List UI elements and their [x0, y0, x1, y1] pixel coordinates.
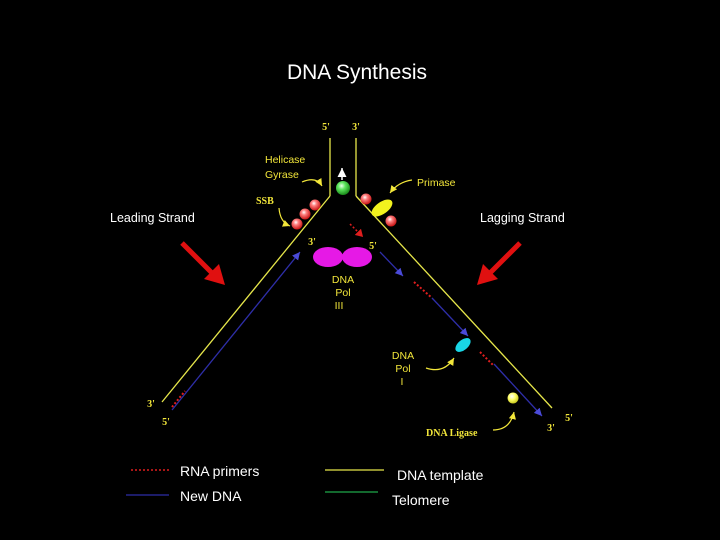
ssb-icon	[385, 215, 397, 227]
dna-pol-i-label: Pol	[395, 363, 410, 375]
dna-pol-i-icon	[455, 338, 471, 352]
dna-pol-i-label: DNA	[392, 350, 414, 362]
rna-primer-lagging-1	[413, 281, 433, 299]
dna-ligase-icon	[507, 392, 519, 404]
prime-label: 3'	[547, 423, 555, 434]
ssb-label: SSB	[256, 196, 274, 207]
dna-ligase-label: DNA Ligase	[426, 428, 478, 439]
dna-pol-iii-icon	[342, 247, 372, 267]
page-title: DNA Synthesis	[287, 61, 427, 84]
template-left-outer	[161, 195, 331, 403]
ligase-pointer	[492, 411, 516, 431]
prime-label: 5'	[369, 241, 377, 252]
red-arrow-right	[477, 241, 522, 285]
dna-pol-i-label: I	[401, 376, 404, 388]
prime-label: 5'	[162, 417, 170, 428]
prime-label: 5'	[322, 122, 330, 133]
prime-label: 3'	[147, 399, 155, 410]
gyrase-label: Gyrase	[265, 169, 299, 181]
rna-primer-lagging-2	[479, 351, 495, 367]
helicase-label: Helicase	[265, 154, 305, 166]
primase-icon	[371, 199, 393, 217]
helicase-icon	[336, 181, 350, 195]
ssb-icon	[299, 208, 311, 220]
pol-i-pointer	[425, 357, 455, 371]
primase-label: Primase	[417, 177, 456, 189]
legend-dna-template-label: DNA template	[397, 467, 484, 483]
ssb-pointer	[278, 207, 291, 227]
helicase-pointer	[301, 177, 323, 187]
dna-pol-iii-icon	[313, 247, 343, 267]
legend-telomere-label: Telomere	[392, 492, 450, 508]
prime-label: 3'	[352, 122, 360, 133]
ssb-icon	[360, 193, 372, 205]
legend: RNA primers New DNA DNA template Telomer…	[126, 463, 484, 508]
red-arrow-left	[180, 241, 225, 285]
prime-label: 3'	[308, 237, 316, 248]
dna-pol-iii-label: DNA	[332, 274, 354, 286]
ssb-icon	[309, 199, 321, 211]
ssb-icon	[291, 218, 303, 230]
rna-primer-new	[349, 223, 364, 238]
legend-rna-primers-label: RNA primers	[180, 463, 259, 479]
rna-primer-leading	[171, 390, 186, 408]
dna-pol-iii-label: III	[335, 300, 344, 312]
prime-label: 5'	[565, 413, 573, 424]
new-dna-lagging-3	[493, 363, 543, 417]
new-dna-lagging-2	[431, 297, 469, 337]
template-right-outer	[355, 195, 553, 409]
lagging-strand-label: Lagging Strand	[480, 211, 565, 225]
new-dna-leading	[171, 251, 301, 411]
dna-pol-iii-label: Pol	[335, 287, 350, 299]
legend-new-dna-label: New DNA	[180, 488, 242, 504]
primase-pointer	[389, 179, 413, 194]
leading-strand-label: Leading Strand	[110, 211, 195, 225]
new-dna-lagging-1	[379, 251, 404, 277]
